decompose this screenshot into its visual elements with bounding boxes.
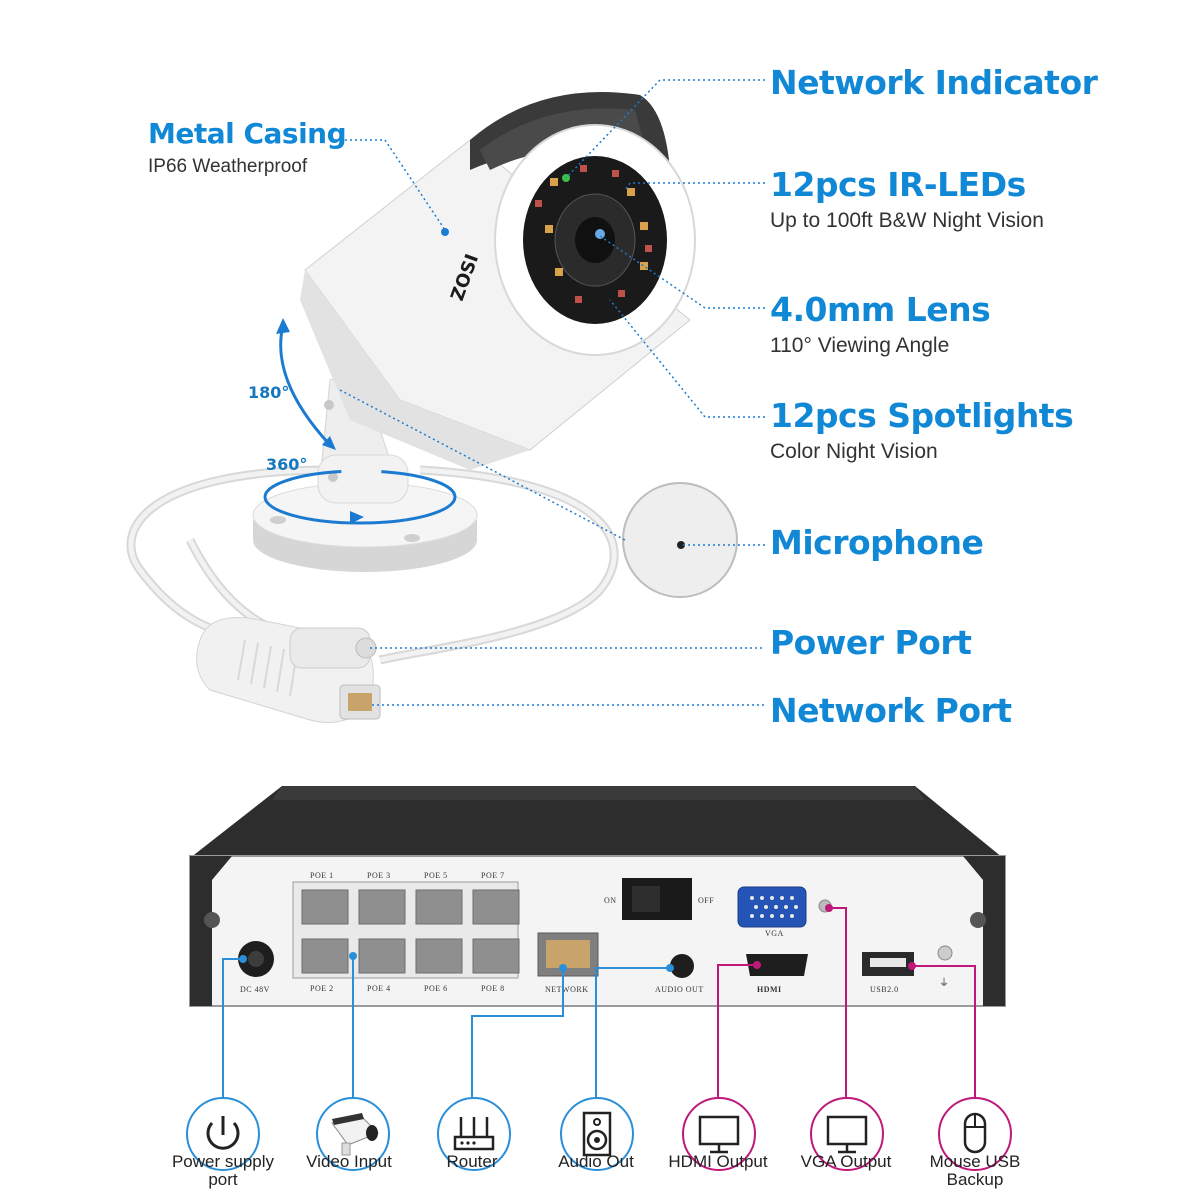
- feature-sub: Up to 100ft B&W Night Vision: [770, 209, 1044, 232]
- feature-title: Network Indicator: [770, 63, 1098, 102]
- metal-casing-title: Metal Casing: [148, 117, 347, 150]
- poe-1-label: POE 1: [310, 871, 334, 880]
- feature-title: 4.0mm Lens: [770, 290, 991, 329]
- vga-label: VGA: [765, 929, 784, 938]
- poe-2-label: POE 2: [310, 984, 334, 993]
- hdmi-monitor-icon: [682, 1097, 756, 1171]
- hdmi-label: HDMI: [757, 985, 782, 994]
- feature-ir-leds: 12pcs IR-LEDs Up to 100ft B&W Night Visi…: [770, 168, 1044, 233]
- feature-spotlights: 12pcs Spotlights Color Night Vision: [770, 396, 1074, 464]
- dc-label: DC 48V: [240, 985, 270, 994]
- usb-label: USB2.0: [870, 985, 899, 994]
- tilt-label: 180°: [248, 383, 290, 402]
- vga-monitor-icon: [810, 1097, 884, 1171]
- label-power-supply: Power supply port: [171, 1152, 275, 1189]
- network-label: NETWORK: [545, 985, 589, 994]
- switch-on-label: ON: [604, 896, 617, 905]
- power-icon: [186, 1097, 260, 1171]
- poe-4-label: POE 4: [367, 984, 391, 993]
- metal-casing-callout: Metal Casing IP66 Weatherproof: [148, 117, 347, 178]
- label-router: Router: [446, 1152, 498, 1171]
- audio-out-label: AUDIO OUT: [655, 985, 704, 994]
- label-mouse-usb: Mouse USB Backup: [929, 1152, 1021, 1189]
- ground-icon: ⏚: [939, 977, 949, 989]
- speaker-icon: [560, 1097, 634, 1171]
- label-audio-out: Audio Out: [558, 1152, 634, 1171]
- feature-sub: 110° Viewing Angle: [770, 334, 950, 357]
- poe-8-label: POE 8: [481, 984, 505, 993]
- feature-title: Microphone: [770, 523, 984, 562]
- poe-6-label: POE 6: [424, 984, 448, 993]
- feature-power-port: Power Port: [770, 623, 972, 662]
- feature-network-port: Network Port: [770, 694, 1012, 727]
- camera-illustration: ZOSI: [126, 79, 765, 723]
- camera-icon: [316, 1097, 390, 1171]
- metal-casing-sub: IP66 Weatherproof: [148, 156, 308, 177]
- feature-title: 12pcs IR-LEDs: [770, 165, 1026, 204]
- label-video-input: Video Input: [306, 1152, 392, 1171]
- poe-7-label: POE 7: [481, 871, 505, 880]
- label-vga-output: VGA Output: [800, 1152, 892, 1171]
- poe-5-label: POE 5: [424, 871, 448, 880]
- feature-sub: Color Night Vision: [770, 440, 938, 463]
- router-icon: [437, 1097, 511, 1171]
- label-hdmi-output: HDMI Output: [668, 1152, 768, 1171]
- pan-label: 360°: [266, 455, 308, 474]
- feature-title: Power Port: [770, 623, 972, 662]
- poe-3-label: POE 3: [367, 871, 391, 880]
- feature-title: Network Port: [770, 691, 1012, 730]
- feature-lens: 4.0mm Lens 110° Viewing Angle: [770, 290, 991, 358]
- feature-title: 12pcs Spotlights: [770, 396, 1074, 435]
- feature-network-indicator: Network Indicator: [770, 63, 1098, 102]
- switch-off-label: OFF: [698, 896, 714, 905]
- mouse-icon: [938, 1097, 1012, 1171]
- feature-microphone: Microphone: [770, 523, 984, 562]
